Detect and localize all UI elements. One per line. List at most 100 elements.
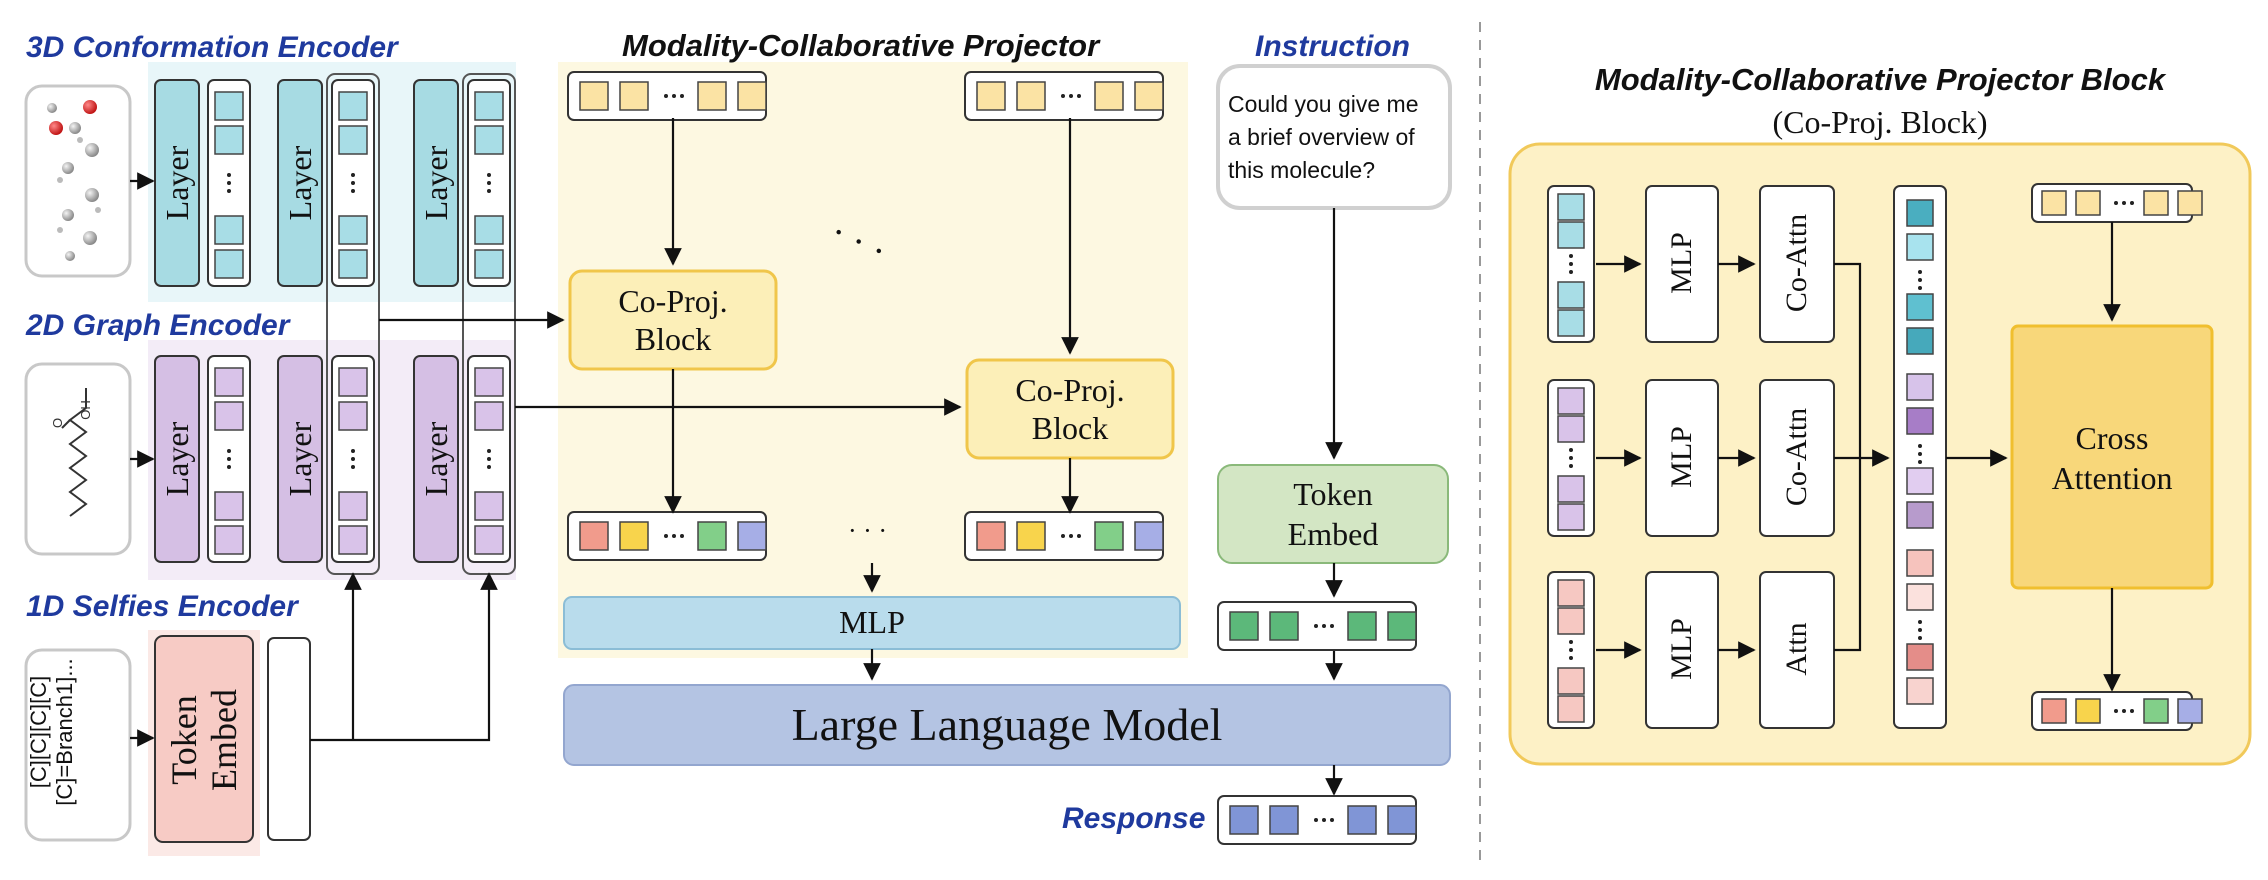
detail-query-tokens-dots-2 bbox=[2130, 201, 2134, 205]
projector-output-2-dots-1 bbox=[1069, 534, 1073, 538]
graph-stack-3-dots-2 bbox=[487, 465, 491, 469]
detail-output-tokens-token-3 bbox=[2143, 698, 2169, 724]
conformation-stack-2-token-2 bbox=[338, 215, 368, 245]
graph-stack-3-dots-1 bbox=[487, 457, 491, 461]
molecule-2d-o: O bbox=[50, 418, 65, 428]
concat-token-14 bbox=[1906, 677, 1934, 705]
query-tokens-2-token-0 bbox=[976, 81, 1006, 111]
graph-stack-3-dots-0 bbox=[487, 449, 491, 453]
detail-output-tokens-token-0 bbox=[2041, 698, 2067, 724]
mlp-label-1: MLP bbox=[1665, 232, 1698, 294]
concat-token-8 bbox=[1906, 467, 1934, 495]
conformation-stack-3-token-3 bbox=[474, 249, 504, 279]
instruction-tokens-dots-1 bbox=[1322, 624, 1326, 628]
graph-layer-3 bbox=[413, 355, 459, 563]
co-attn-label-1: Co-Attn bbox=[1780, 213, 1813, 313]
token-embed-word-2: Embed bbox=[204, 689, 244, 791]
concat-dots-12-0 bbox=[1918, 620, 1922, 624]
conformation-stack-3-token-1 bbox=[474, 125, 504, 155]
detail-selfies-stack-dots-0 bbox=[1569, 640, 1573, 644]
detail-conformation-stack-dots-0 bbox=[1569, 254, 1573, 258]
query-tokens-2-token-4 bbox=[1134, 81, 1164, 111]
token-embed-word-2: Embed bbox=[1287, 516, 1379, 552]
molecule-2d-oh: OH bbox=[78, 400, 93, 420]
conformation-layer-3 bbox=[413, 79, 459, 287]
conformation-stack-3-dots-1 bbox=[487, 181, 491, 185]
graph-layer-label-1: Layer bbox=[159, 421, 195, 497]
instruction-tokens-token-1 bbox=[1269, 611, 1299, 641]
detail-graph-stack-token-0 bbox=[1557, 387, 1585, 415]
token-embed-word-1: Token bbox=[1293, 476, 1373, 512]
conformation-stack-2-dots-2 bbox=[351, 189, 355, 193]
conformation-stack-2-token-0 bbox=[338, 91, 368, 121]
selfies-box bbox=[24, 648, 132, 842]
detail-conformation-stack-token-1 bbox=[1557, 221, 1585, 249]
selfies-token-embed bbox=[154, 635, 254, 843]
graph-stack-1-dots-0 bbox=[227, 449, 231, 453]
concat-token-1 bbox=[1906, 233, 1934, 261]
block-detail-subtitle: (Co-Proj. Block) bbox=[1772, 104, 1988, 140]
molecule-2d-image bbox=[24, 362, 132, 556]
arrows bbox=[130, 118, 2121, 796]
block-detail-title: Modality-Collaborative Projector Block bbox=[1594, 62, 2166, 97]
mlp-label-2: MLP bbox=[1665, 426, 1698, 488]
co-proj-word-2: Block bbox=[634, 321, 712, 357]
detail-conformation-stack-dots-2 bbox=[1569, 270, 1573, 274]
conformation-encoder-title: 3D Conformation Encoder bbox=[26, 31, 398, 64]
large-language-model bbox=[563, 684, 1451, 766]
attn-label: Attn bbox=[1780, 622, 1813, 676]
selfies-token-embed-label: Token Embed bbox=[164, 650, 244, 830]
graph-stack-1-token-1 bbox=[214, 401, 244, 431]
projector-output-2-token-0 bbox=[976, 521, 1006, 551]
query-tokens-2-dots-0 bbox=[1061, 94, 1065, 98]
graph-layer-2 bbox=[277, 355, 323, 563]
projector-output-1-dots-1 bbox=[672, 534, 676, 538]
graph-stack-2-token-1 bbox=[338, 401, 368, 431]
selfies-line-2: [C]=Branch1]... bbox=[52, 658, 77, 806]
mlp-label-3: MLP bbox=[1665, 618, 1698, 680]
selfies-string: [C][C][C][C] [C]=Branch1]... bbox=[26, 652, 78, 812]
detail-selfies-stack-token-3 bbox=[1557, 695, 1585, 723]
conformation-layer-label-3: Layer bbox=[418, 145, 454, 221]
query-tokens-1-token-1 bbox=[619, 81, 649, 111]
graph-stack-2-dots-2 bbox=[351, 465, 355, 469]
projector-output-1-token-3 bbox=[697, 521, 727, 551]
concat-token-3 bbox=[1906, 293, 1934, 321]
query-tokens-1-token-4 bbox=[737, 81, 767, 111]
projector-output-2-token-3 bbox=[1094, 521, 1124, 551]
detail-conformation-stack-token-2 bbox=[1557, 281, 1585, 309]
llm-label: Large Language Model bbox=[791, 699, 1223, 750]
co-proj-word-2: Block bbox=[1031, 410, 1109, 446]
instruction-text: Could you give me a brief overview of th… bbox=[1228, 88, 1419, 187]
conformation-stack-1-token-0 bbox=[214, 91, 244, 121]
selfies-encoder-title: 1D Selfies Encoder bbox=[26, 590, 298, 623]
query-tokens-1-dots-0 bbox=[664, 94, 668, 98]
response-title: Response bbox=[1062, 802, 1206, 835]
detail-graph-stack-dots-2 bbox=[1569, 464, 1573, 468]
graph-stack-1-dots-2 bbox=[227, 465, 231, 469]
concat-token-13 bbox=[1906, 643, 1934, 671]
instruction-title: Instruction bbox=[1255, 30, 1410, 63]
concat-token-4 bbox=[1906, 327, 1934, 355]
concat-token-9 bbox=[1906, 501, 1934, 529]
co-proj-block-2-label: Co-Proj. Block bbox=[967, 371, 1173, 447]
detail-graph-stack-token-1 bbox=[1557, 415, 1585, 443]
query-tokens-2-dots-1 bbox=[1069, 94, 1073, 98]
co-attn-label-2: Co-Attn bbox=[1780, 407, 1813, 507]
graph-stack-2-dots-0 bbox=[351, 449, 355, 453]
conformation-layer-label-2: Layer bbox=[282, 145, 318, 221]
graph-stack-1-dots-1 bbox=[227, 457, 231, 461]
response-tokens-token-1 bbox=[1269, 805, 1299, 835]
detail-graph-stack-token-2 bbox=[1557, 475, 1585, 503]
detail-query-tokens-token-1 bbox=[2075, 190, 2101, 216]
graph-stack-2-token-2 bbox=[338, 491, 368, 521]
conformation-stack-1-dots-1 bbox=[227, 181, 231, 185]
concat-dots-2-2 bbox=[1918, 286, 1922, 290]
detail-selfies-stack-token-0 bbox=[1557, 579, 1585, 607]
graph-layer-label-2: Layer bbox=[282, 421, 318, 497]
projector-output-1-dots-0 bbox=[664, 534, 668, 538]
response-tokens-token-0 bbox=[1229, 805, 1259, 835]
graph-stack-3-token-2 bbox=[474, 491, 504, 521]
instruction-line-3: this molecule? bbox=[1228, 157, 1376, 183]
